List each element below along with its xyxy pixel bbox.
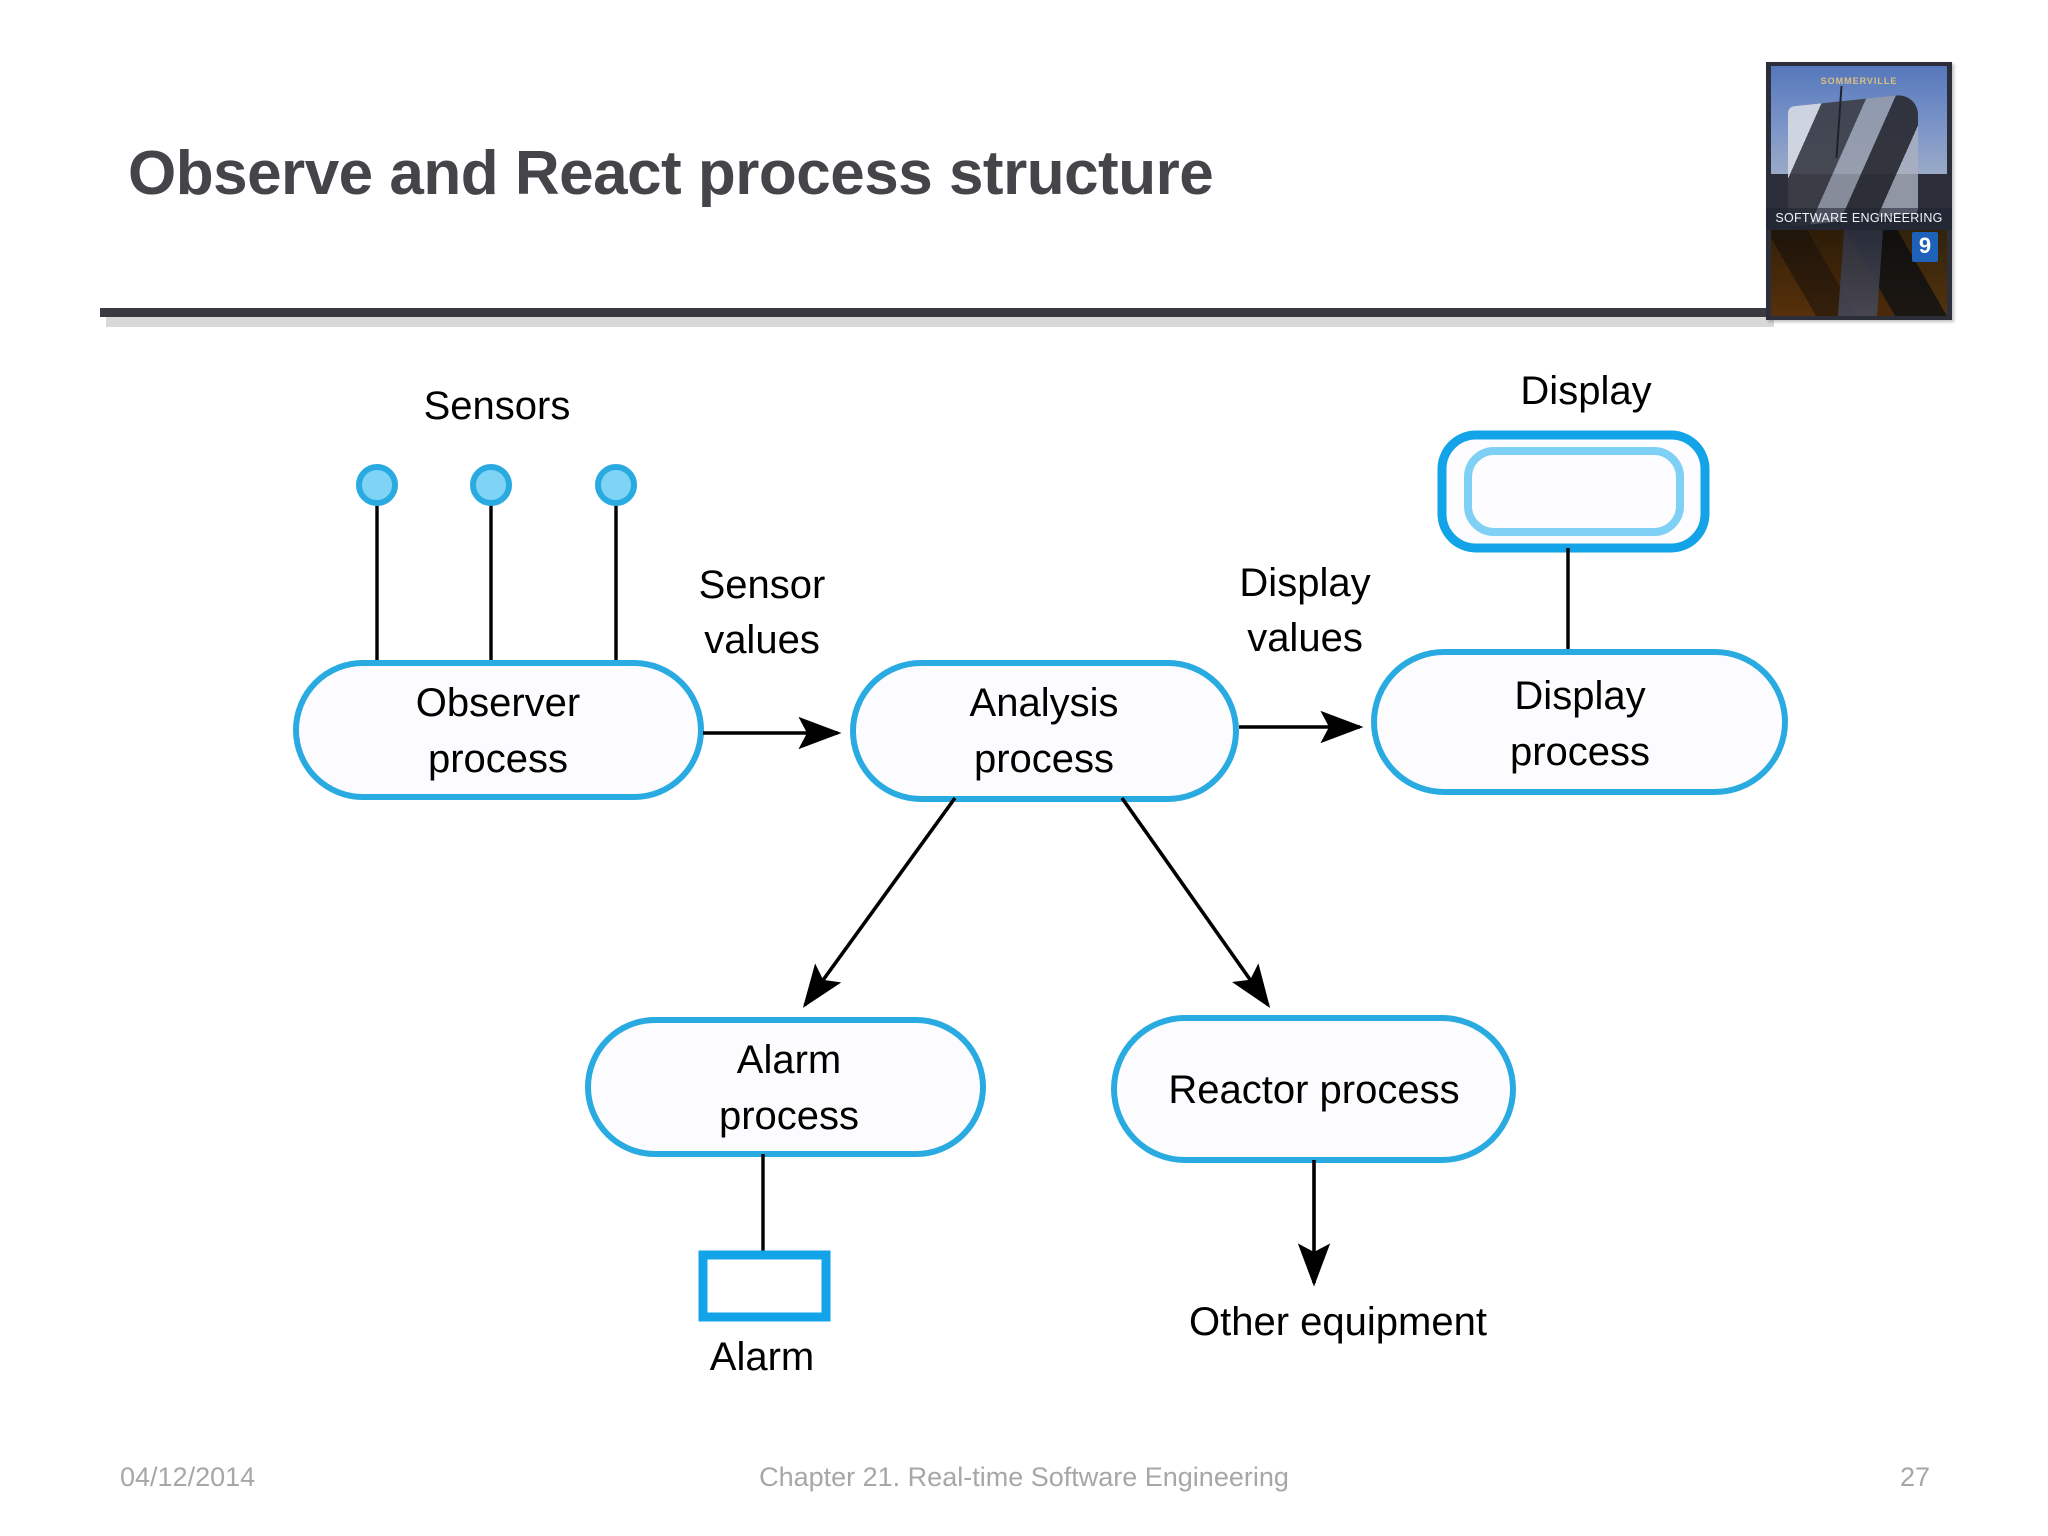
edge-analysis-to-reactor [1120,796,1271,1008]
sensors-group [356,464,637,665]
node-observer-process[interactable]: Observer process [293,660,704,800]
sensor-icon-2 [470,464,512,506]
book-cover-image: SOMMERVILLE SOFTWARE ENGINEERING 9 [1766,62,1952,320]
display-process-label-line2: process [1510,730,1650,774]
node-display-process[interactable]: Display process [1371,649,1788,795]
display-values-label-line1: Display [1239,561,1370,605]
analysis-process-label-line2: process [974,737,1114,781]
alarm-process-label-line2: process [719,1094,859,1138]
footer-chapter: Chapter 21. Real-time Software Engineeri… [759,1462,1289,1492]
node-reactor-process[interactable]: Reactor process [1111,1015,1516,1163]
display-process-shape[interactable] [1371,649,1788,795]
display-values-label-line2: values [1247,616,1363,660]
alarm-device-icon [698,1154,831,1322]
node-alarm-process[interactable]: Alarm process [585,1017,986,1157]
footer-page-number: 27 [0,1462,2048,1493]
display-device-icon [1437,430,1710,650]
edge-analysis-to-alarm-line [802,796,957,1008]
observer-process-label-line2: process [428,737,568,781]
other-equipment-label: Other equipment [1189,1300,1487,1344]
footer-page-number-value: 27 [1899,1462,1930,1492]
sensor-icon-3 [595,464,637,506]
book-cover-author: SOMMERVILLE [1820,76,1898,86]
display-device-screen [1464,447,1684,536]
observer-process-shape[interactable] [293,660,704,800]
book-cover-title-band [1766,208,1952,230]
analysis-process-label-line1: Analysis [970,681,1119,725]
title-divider-shadow [106,317,1774,327]
alarm-device-label: Alarm [710,1335,814,1379]
display-label: Display [1520,369,1651,413]
display-process-label-line1: Display [1514,674,1645,718]
edge-analysis-to-reactor-line [1120,796,1271,1008]
edge-analysis-to-alarm [802,796,957,1008]
alarm-process-label-line1: Alarm [737,1038,841,1082]
sensor-values-label-line2: values [704,618,820,662]
alarm-process-shape[interactable] [585,1017,986,1157]
sensors-label: Sensors [424,384,571,428]
page-title: Observe and React process structure [128,139,1214,208]
sensor-icon-1 [356,464,398,506]
footer-date: 04/12/2014 [120,1462,256,1492]
reactor-process-label: Reactor process [1168,1068,1459,1112]
alarm-device-shape [698,1250,831,1322]
node-analysis-process[interactable]: Analysis process [850,660,1239,802]
observer-process-label-line1: Observer [416,681,581,725]
book-cover-edition-badge: 9 [1912,232,1938,262]
sensor-values-label-line1: Sensor [699,563,826,607]
analysis-process-shape[interactable] [850,660,1239,802]
book-cover-title: SOFTWARE ENGINEERING [1775,211,1943,225]
title-divider [100,308,1768,317]
